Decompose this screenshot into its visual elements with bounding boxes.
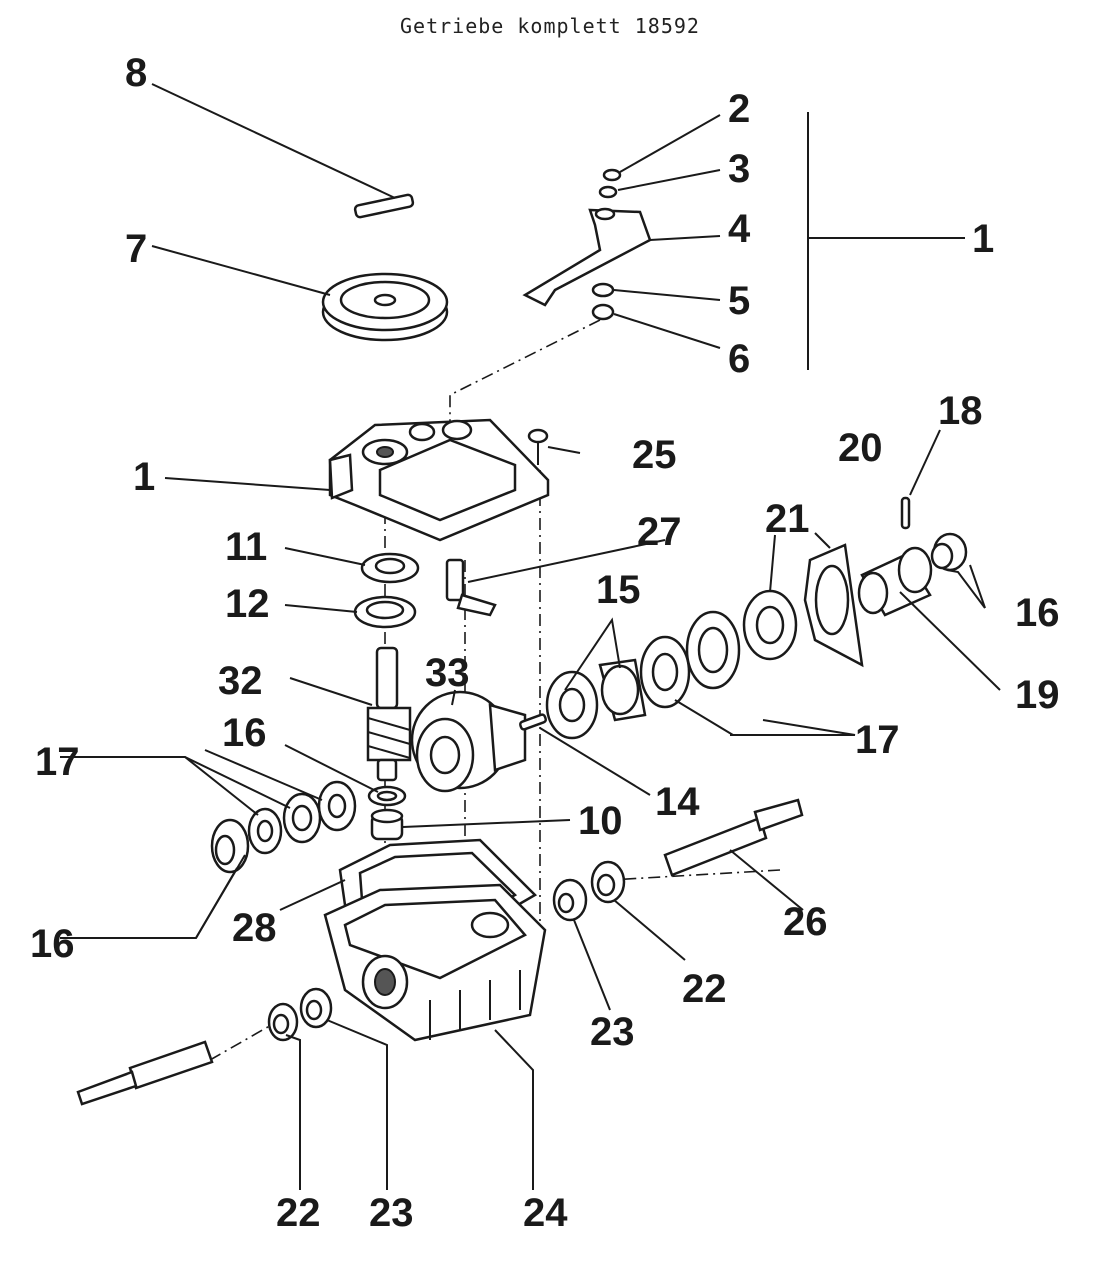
part-10-bushing bbox=[370, 808, 404, 841]
part-20-gasket bbox=[803, 543, 864, 668]
part-8-pin bbox=[353, 193, 415, 219]
label-23-right: 23 bbox=[590, 1010, 635, 1054]
label-19: 19 bbox=[1015, 673, 1060, 717]
label-28: 28 bbox=[232, 906, 277, 950]
label-23-bottom: 23 bbox=[369, 1191, 414, 1235]
label-21: 21 bbox=[765, 497, 810, 541]
label-10: 10 bbox=[578, 799, 623, 843]
label-16-right: 16 bbox=[1015, 591, 1060, 635]
part-12-bearing bbox=[353, 595, 417, 629]
part-number-labels: 8 7 2 3 4 5 6 1 1 25 27 11 12 32 33 16 1… bbox=[30, 51, 1060, 1235]
part-32-worm-shaft bbox=[366, 646, 412, 782]
label-24: 24 bbox=[523, 1191, 568, 1235]
label-12: 12 bbox=[225, 582, 270, 626]
label-16-left: 16 bbox=[30, 922, 75, 966]
part-15-lock-plates bbox=[545, 658, 647, 740]
page-title: Getriebe komplett 18592 bbox=[400, 14, 700, 38]
part-3-washer bbox=[598, 185, 618, 199]
label-27: 27 bbox=[637, 510, 682, 554]
label-32: 32 bbox=[218, 659, 263, 703]
part-25-screw bbox=[527, 428, 549, 465]
part-bottom-shaft bbox=[76, 1040, 214, 1106]
label-25: 25 bbox=[632, 433, 677, 477]
part-2-nut bbox=[602, 168, 622, 182]
part-22-right-seal bbox=[590, 860, 626, 904]
label-8: 8 bbox=[125, 51, 147, 95]
label-26: 26 bbox=[783, 900, 828, 944]
part-16-left-seal bbox=[210, 818, 250, 874]
part-4-lever bbox=[522, 207, 652, 307]
label-17-right: 17 bbox=[855, 718, 900, 762]
part-22-bottom-seal bbox=[267, 1002, 299, 1042]
part-23-right-bearing bbox=[552, 878, 588, 922]
label-1-bracket: 1 bbox=[972, 217, 994, 261]
part-17-left-stack bbox=[247, 780, 357, 855]
label-11: 11 bbox=[225, 525, 267, 569]
part-33-worm-gear bbox=[410, 690, 527, 793]
part-26-shaft bbox=[663, 798, 804, 877]
label-6: 6 bbox=[728, 337, 750, 381]
part-17-right-stack bbox=[639, 610, 741, 709]
label-16-mid: 16 bbox=[222, 711, 267, 755]
label-2: 2 bbox=[728, 87, 750, 131]
label-15: 15 bbox=[596, 568, 641, 612]
label-20: 20 bbox=[838, 426, 883, 470]
part-19-gear-sleeve bbox=[857, 546, 933, 617]
label-18: 18 bbox=[938, 389, 983, 433]
part-18-pin bbox=[900, 496, 911, 530]
label-14: 14 bbox=[655, 780, 700, 824]
part-7-pulley bbox=[321, 272, 449, 342]
label-3: 3 bbox=[728, 147, 750, 191]
part-11-bearing bbox=[360, 552, 420, 584]
part-27-shift-rod bbox=[445, 558, 497, 617]
part-14-pin bbox=[519, 713, 547, 731]
part-1-housing-cover bbox=[328, 418, 550, 542]
part-5-washer bbox=[591, 282, 615, 298]
part-6-bushing bbox=[591, 303, 615, 321]
part-21-washer bbox=[742, 589, 798, 661]
part-24-gearbox-housing bbox=[323, 883, 547, 1042]
part-16-right-seal bbox=[930, 532, 968, 572]
label-22-right: 22 bbox=[682, 967, 727, 1011]
label-33: 33 bbox=[425, 651, 470, 695]
label-22-bottom: 22 bbox=[276, 1191, 321, 1235]
group-bracket-1 bbox=[807, 112, 965, 370]
label-7: 7 bbox=[125, 227, 147, 271]
leader-lines bbox=[60, 83, 1001, 1190]
label-1-housing: 1 bbox=[133, 455, 155, 499]
part-23-bottom-bearing bbox=[299, 987, 333, 1029]
label-17-left: 17 bbox=[35, 740, 80, 784]
label-4: 4 bbox=[728, 207, 751, 251]
label-5: 5 bbox=[728, 279, 750, 323]
